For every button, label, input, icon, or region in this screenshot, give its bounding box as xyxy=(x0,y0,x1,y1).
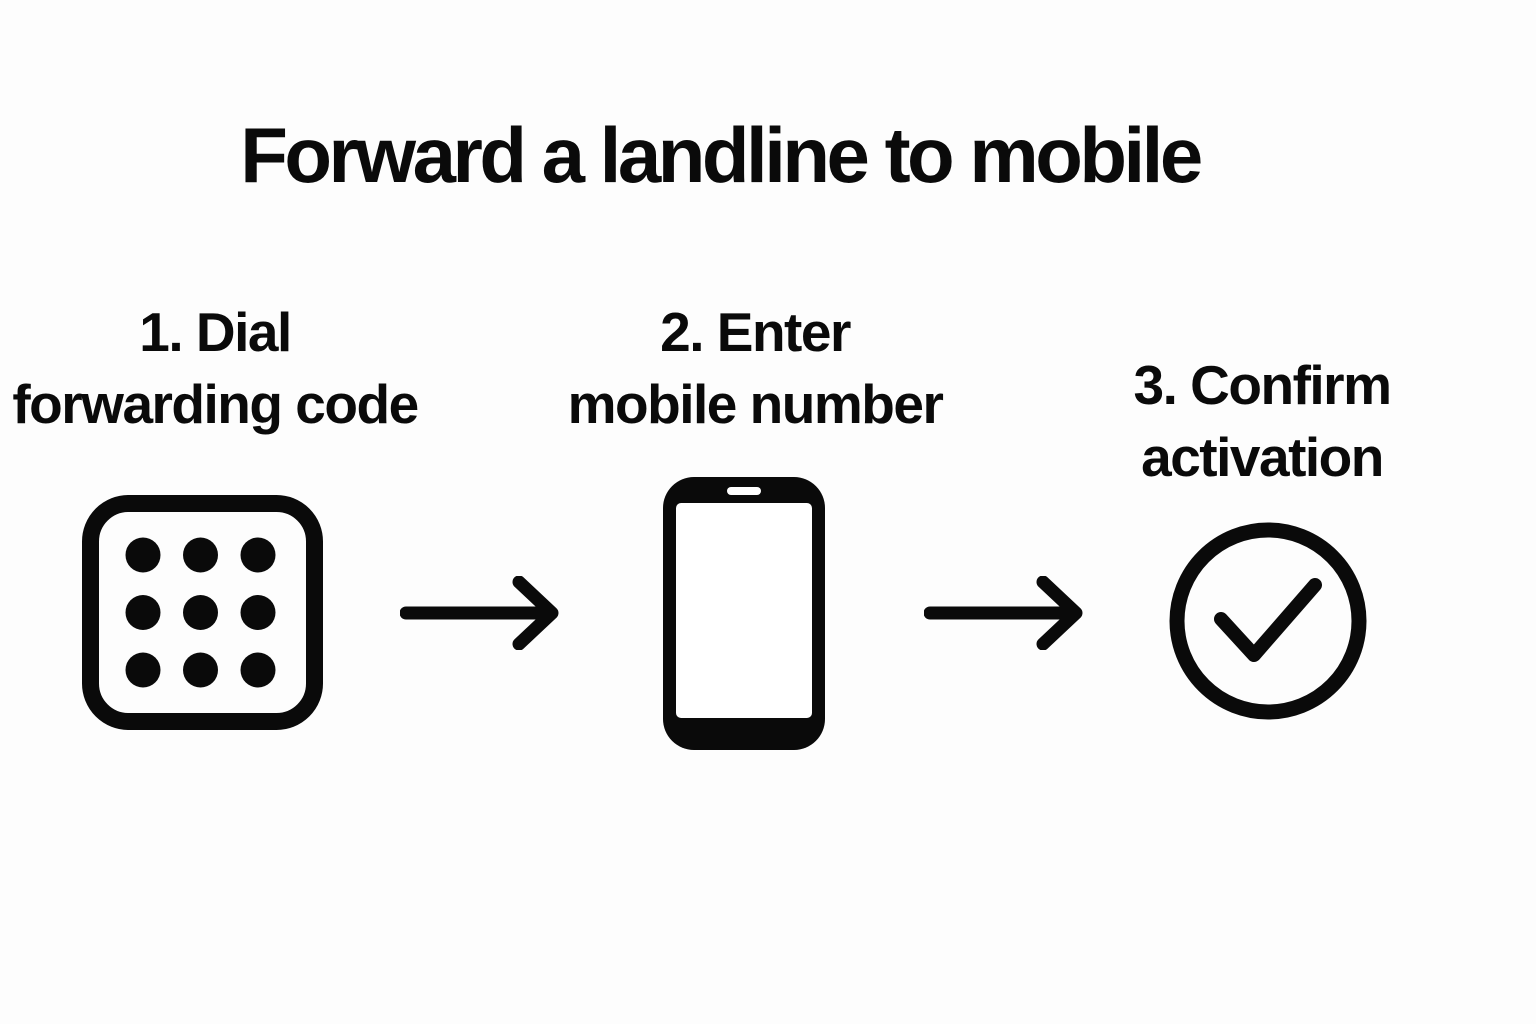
step-2-label: 2. Enter mobile number xyxy=(537,296,973,440)
check-circle-icon xyxy=(1169,522,1367,720)
step-1-label: 1. Dial forwarding code xyxy=(0,296,433,440)
step-2-label-line-1: 2. Enter xyxy=(660,301,851,363)
arrow-right-icon xyxy=(924,576,1083,650)
step-3-label-line-1: 3. Confirm xyxy=(1133,354,1392,416)
keypad-icon xyxy=(82,495,323,730)
step-2-label-line-2: mobile number xyxy=(567,373,944,435)
step-1-label-line-1: 1. Dial xyxy=(139,301,292,363)
step-3-label-line-2: activation xyxy=(1141,426,1384,488)
step-1-label-line-2: forwarding code xyxy=(12,373,419,435)
arrow-right-icon xyxy=(400,576,559,650)
smartphone-icon xyxy=(663,477,825,750)
step-3-label: 3. Confirm activation xyxy=(1044,349,1480,493)
page-title: Forward a landline to mobile xyxy=(240,111,1203,199)
